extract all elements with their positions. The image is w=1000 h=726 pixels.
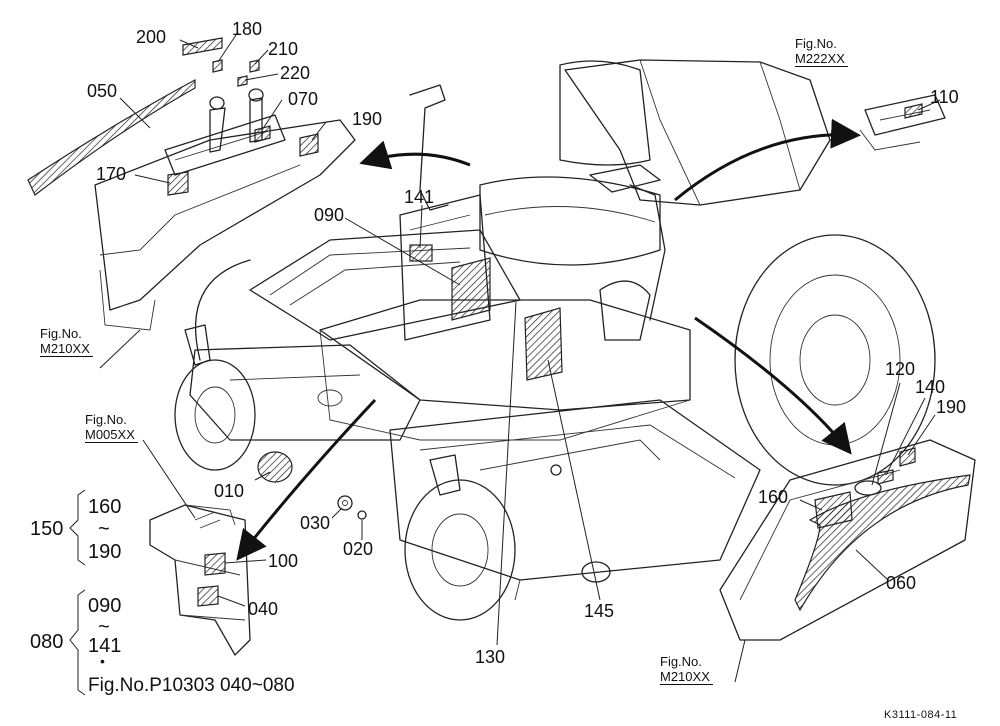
figref-code: M210XX	[40, 341, 93, 357]
part-130: 130	[475, 647, 506, 667]
seat-back	[559, 60, 651, 166]
part-180: 180	[232, 19, 263, 39]
group-080-id: 080	[30, 631, 64, 653]
figref-top-right: Fig.No. M222XX	[795, 36, 848, 67]
decal-060	[794, 474, 971, 612]
decal-200	[182, 37, 223, 56]
decal-190-left	[299, 133, 319, 157]
figref-code: M210XX	[660, 669, 713, 685]
right-fender	[719, 439, 976, 641]
decal-210	[249, 59, 260, 73]
group-150-to: 190	[88, 541, 122, 563]
part-060: 060	[886, 573, 917, 593]
left-fender	[27, 37, 356, 331]
bracket-assembly	[149, 504, 251, 656]
decal-190-right	[899, 447, 916, 467]
decal-141	[409, 244, 433, 262]
figref-title: Fig.No.	[40, 326, 82, 341]
part-170: 170	[96, 164, 127, 184]
figref-bottom-right: Fig.No. M210XX	[660, 654, 713, 685]
arrow-to-right-fender	[694, 316, 852, 455]
part-141: 141	[404, 187, 435, 207]
group-150-tilde: ~	[98, 518, 110, 540]
knob-010	[257, 451, 293, 483]
part-010: 010	[214, 481, 245, 501]
part-210: 210	[268, 39, 299, 59]
decal-050	[27, 78, 196, 196]
group-080-from: 090	[88, 595, 122, 617]
rear-tire	[734, 234, 936, 486]
part-190-left: 190	[352, 109, 383, 129]
group-080-tilde: ~	[98, 616, 110, 638]
seat-cushion	[479, 176, 661, 266]
decal-070	[254, 125, 271, 143]
arrow-to-bracket	[236, 398, 377, 561]
leader-lines	[99, 31, 941, 683]
right-plate-110	[859, 94, 946, 151]
decal-220	[237, 75, 248, 87]
part-070: 070	[288, 89, 319, 109]
figref-code: M005XX	[85, 427, 138, 443]
decal-180	[212, 59, 223, 73]
caster-wheel-left	[174, 359, 256, 471]
group-080-to: 141	[88, 635, 122, 657]
lever-left	[409, 84, 446, 191]
mower-body	[174, 59, 936, 621]
group-080-dot: •	[100, 653, 105, 669]
caster-wheel-right	[404, 479, 516, 621]
part-040: 040	[248, 599, 279, 619]
decal-140	[877, 469, 894, 485]
part-110: 110	[930, 87, 959, 107]
part-200: 200	[136, 27, 167, 47]
part-220: 220	[280, 63, 311, 83]
part-100: 100	[268, 551, 299, 571]
decal-145	[524, 307, 563, 381]
decal-110	[904, 103, 923, 119]
figref-mid-left: Fig.No. M005XX	[85, 412, 138, 443]
part-140: 140	[915, 377, 946, 397]
decal-170	[167, 171, 189, 196]
part-020: 020	[343, 539, 374, 559]
decal-160-right	[814, 491, 853, 529]
part-160-right: 160	[758, 487, 789, 507]
part-050: 050	[87, 81, 118, 101]
part-030: 030	[300, 513, 331, 533]
part-190-right: 190	[936, 397, 967, 417]
group-150-id: 150	[30, 518, 64, 540]
part-120: 120	[885, 359, 916, 379]
part-090: 090	[314, 205, 345, 225]
mower-deck	[389, 399, 761, 581]
group-150-from: 160	[88, 496, 122, 518]
figref-code: M222XX	[795, 51, 848, 67]
drawing-code: K3111-084-11	[884, 709, 958, 721]
arrow-to-right-plate	[674, 118, 861, 202]
decal-090	[451, 257, 491, 321]
group-080-note: Fig.No.P10303 040~080	[88, 675, 295, 696]
arrow-to-left-fender	[359, 140, 471, 170]
bracket-080	[69, 589, 86, 696]
figref-title: Fig.No.	[795, 36, 837, 51]
bracket-150	[69, 489, 86, 566]
decal-040	[197, 585, 219, 607]
figref-top-left: Fig.No. M210XX	[40, 326, 93, 357]
figref-title: Fig.No.	[85, 412, 127, 427]
decal-100	[204, 552, 226, 576]
part-145: 145	[584, 601, 615, 621]
figref-title: Fig.No.	[660, 654, 702, 669]
